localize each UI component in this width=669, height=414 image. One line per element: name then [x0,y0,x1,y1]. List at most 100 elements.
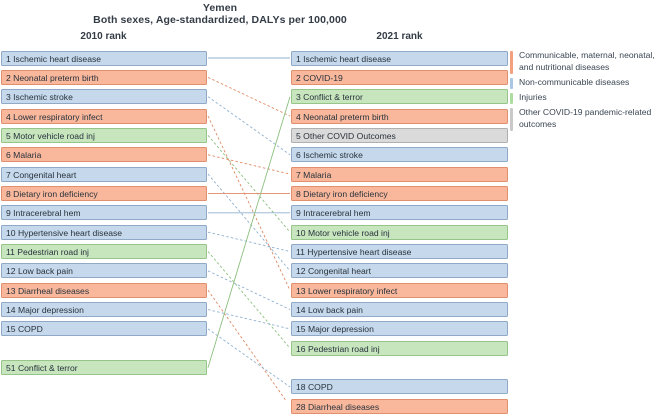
rank-number: 12 [6,266,16,277]
rank-bar[interactable]: 3 Ischemic stroke [1,89,207,105]
rank-number: 4 [6,111,11,122]
rank-number: 16 [296,343,306,354]
cause-name: Dietary iron deficiency [10,188,98,199]
rank-bar[interactable]: 11 Hypertensive heart disease [291,244,508,259]
rank-number: 3 [296,92,301,103]
rank-bar[interactable]: 7 Malaria [291,166,508,182]
cause-name: Major depression [15,305,84,316]
rank-number: 14 [296,305,306,316]
connector-line [207,328,291,388]
cause-name: Low back pain [305,305,363,316]
rank-number: 12 [296,266,306,277]
cause-name: Pedestrian road inj [305,343,380,354]
cause-name: COPD [15,324,43,335]
rank-number: 8 [296,188,301,199]
cause-name: Motor vehicle road inj [10,130,95,141]
rank-bar[interactable]: 11 Pedestrian road inj [1,244,207,259]
rank-bar[interactable]: 5 Motor vehicle road inj [1,127,207,143]
legend-item[interactable]: Injuries [510,92,669,104]
cause-name: Conflict & terror [15,363,78,374]
cause-name: Congenital heart [305,266,372,277]
cause-name: COVID-19 [300,72,343,83]
cause-name: Lower respiratory infect [305,285,398,296]
rank-number: 3 [6,92,11,103]
rank-bar[interactable]: 9 Intracerebral hem [1,205,207,221]
rank-bar[interactable]: 18 COPD [291,379,508,395]
connector-line [207,173,291,272]
legend-swatch-inj [510,93,513,104]
rank-bar[interactable]: 16 Pedestrian road inj [291,340,508,356]
rank-bar[interactable]: 7 Congenital heart [1,166,207,182]
chart-subtitle: Both sexes, Age-standardized, DALYs per … [93,14,347,26]
rank-number: 6 [6,150,11,161]
cause-name: Conflict & terror [300,92,363,103]
legend-swatch-cmnn [510,51,513,74]
rank-bar[interactable]: 13 Diarrheal diseases [1,282,207,298]
rank-bar[interactable]: 1 Ischemic heart disease [1,50,207,66]
legend-item[interactable]: Other COVID-19 pandemic-related outcomes [510,107,669,131]
rank-bar[interactable]: 6 Malaria [1,147,207,163]
cause-name: Ischemic heart disease [10,53,102,64]
rank-number: 9 [6,208,11,219]
rank-number: 13 [296,285,306,296]
chart-title: Yemen [202,2,238,14]
rank-number: 7 [6,169,11,180]
rank-bar[interactable]: 8 Dietary iron deficiency [1,185,207,201]
rank-bar[interactable]: 13 Lower respiratory infect [291,282,508,298]
connector-line [207,154,291,175]
rank-number: 8 [6,188,11,199]
rank-bar[interactable]: 10 Hypertensive heart disease [1,224,207,240]
rank-bar[interactable]: 28 Diarrheal diseases [291,398,508,414]
cause-name: Hypertensive heart disease [304,247,412,257]
rank-bar[interactable]: 1 Ischemic heart disease [291,50,508,66]
rank-bar[interactable]: 10 Motor vehicle road inj [291,224,508,240]
rank-number: 51 [6,363,16,374]
rank-number: 14 [6,305,16,316]
connector-line [207,251,291,349]
connector-line [207,289,287,400]
legend-label: Non-communicable diseases [519,77,630,87]
cause-name: Low back pain [15,266,73,277]
legend-label: Communicable, maternal, neonatal, and nu… [519,50,655,72]
rank-number: 5 [296,130,301,141]
rank-bar[interactable]: 6 Ischemic stroke [291,147,508,163]
rank-bar[interactable]: 3 Conflict & terror [291,89,508,105]
rank-number: 7 [296,169,301,180]
rank-bar[interactable]: 9 Intracerebral hem [291,205,508,221]
rank-number: 15 [6,324,16,335]
connector-line [207,76,291,117]
rank-bar[interactable]: 51 Conflict & terror [1,360,207,376]
rank-number: 2 [296,72,301,83]
connector-line [207,96,291,368]
rank-bar[interactable]: 12 Congenital heart [291,263,508,279]
cause-name: Neonatal preterm birth [300,111,389,122]
cause-name: Ischemic heart disease [300,53,392,64]
connector-line [207,115,291,291]
legend-label: Injuries [519,92,547,102]
rank-bar[interactable]: 5 Other COVID Outcomes [291,127,508,143]
cause-name: Pedestrian road inj [14,247,89,257]
rank-bar[interactable]: 12 Low back pain [1,263,207,279]
legend-item[interactable]: Non-communicable diseases [510,77,669,89]
right-column-header: 2021 rank [376,31,423,42]
cause-name: Malaria [10,150,42,161]
rank-bar[interactable]: 4 Lower respiratory infect [1,108,207,124]
rank-bar[interactable]: 8 Dietary iron deficiency [291,185,508,201]
cause-name: COPD [305,382,333,393]
rank-bar[interactable]: 14 Low back pain [291,302,508,318]
cause-name: Major depression [305,324,374,335]
legend-item[interactable]: Communicable, maternal, neonatal, and nu… [510,50,669,74]
cause-name: Motor vehicle road inj [305,227,390,238]
connector-line [207,231,291,252]
left-column-header: 2010 rank [80,31,127,42]
rank-bar[interactable]: 15 Major depression [291,321,508,337]
rank-bar[interactable]: 4 Neonatal preterm birth [291,108,508,124]
rank-bar[interactable]: 15 COPD [1,321,207,337]
rank-bar[interactable]: 14 Major depression [1,302,207,318]
rank-bar[interactable]: 2 Neonatal preterm birth [1,69,207,85]
rank-bar[interactable]: 2 COVID-19 [291,69,508,85]
legend-swatch-cov [510,108,513,131]
rank-number: 9 [296,208,301,219]
cause-name: Diarrheal diseases [15,285,90,296]
